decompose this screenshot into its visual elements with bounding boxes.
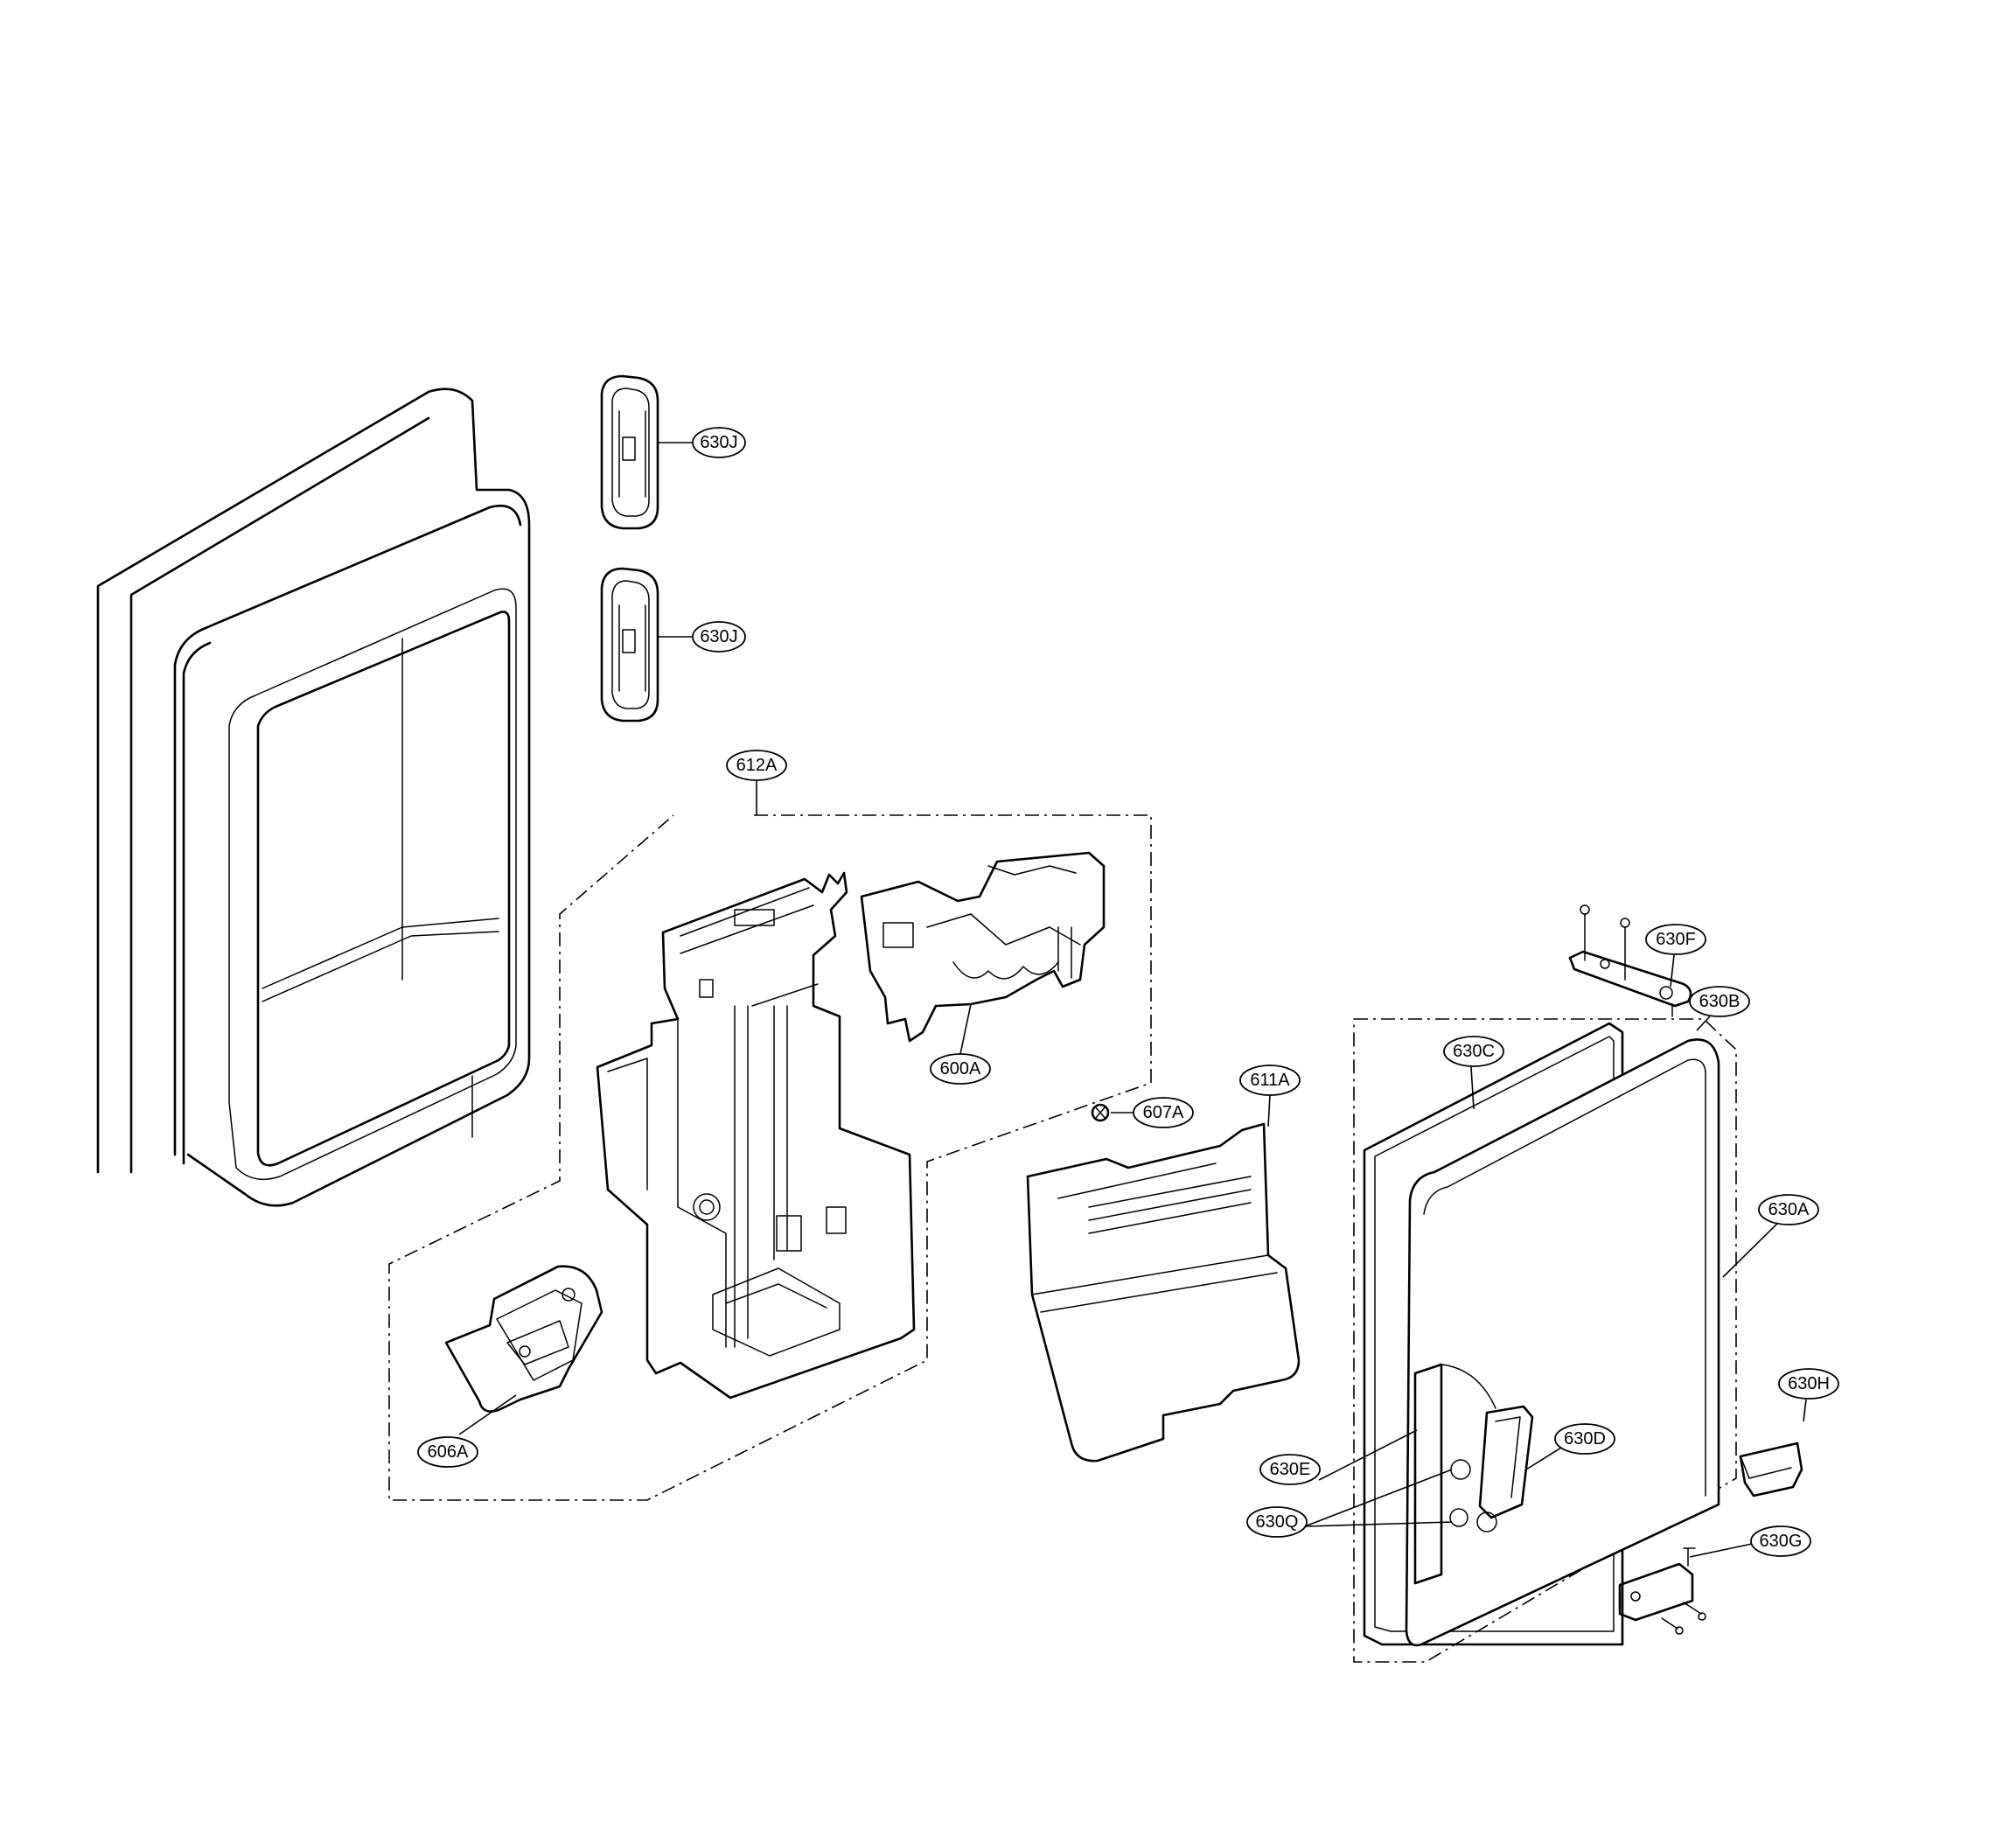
callout-607a: 607A [1133, 1097, 1194, 1128]
callout-label: 607A [1143, 1103, 1184, 1122]
callout-630d: 630D [1554, 1423, 1615, 1455]
gasket-frame-630c [1363, 1022, 1624, 1646]
leader-lines [458, 442, 1807, 1558]
callout-630a: 630A [1758, 1194, 1819, 1225]
callout-611a: 611A [1239, 1065, 1301, 1096]
callout-630g: 630G [1750, 1525, 1811, 1557]
gasket-630j-upper [600, 374, 659, 530]
callout-630q: 630Q [1246, 1506, 1308, 1538]
callout-label: 630J [700, 433, 737, 452]
dispenser-housing [596, 871, 916, 1400]
callout-label: 630A [1768, 1200, 1810, 1219]
callout-label: 612A [736, 756, 778, 775]
callout-label: 600A [940, 1059, 981, 1079]
callout-label: 630D [1564, 1429, 1606, 1449]
handle-630d [1478, 1405, 1534, 1519]
callout-606a: 606A [417, 1436, 478, 1468]
assembly-boundary-630a [1353, 1018, 1737, 1663]
ice-maker-600a [860, 851, 1106, 1043]
callout-630e: 630E [1259, 1454, 1321, 1485]
latch-630e [1413, 1363, 1497, 1585]
callout-630f: 630F [1645, 924, 1706, 955]
callout-label: 630G [1760, 1532, 1803, 1551]
callout-label: 606A [428, 1442, 469, 1462]
callout-600a: 600A [930, 1053, 991, 1085]
callout-label: 630F [1656, 930, 1696, 949]
callout-label: 630B [1699, 992, 1740, 1011]
screw-607a [1091, 1103, 1110, 1122]
callout-label: 630E [1270, 1460, 1311, 1479]
callout-630j-upper: 630J [692, 427, 746, 458]
callout-630j-lower: 630J [692, 621, 746, 653]
callout-630b: 630B [1689, 986, 1750, 1017]
door-outer-panel [96, 387, 531, 1207]
callout-612a: 612A [726, 750, 787, 781]
gasket-630j-lower [600, 567, 659, 723]
callout-630h: 630H [1778, 1368, 1839, 1400]
stop-630h [1739, 1442, 1803, 1497]
door-panel-630b [1405, 1038, 1720, 1647]
callout-label: 630Q [1256, 1512, 1299, 1532]
callout-label: 630C [1453, 1042, 1495, 1061]
hinge-630g [1618, 1547, 1706, 1635]
callout-630c: 630C [1443, 1036, 1504, 1067]
callout-label: 630J [700, 627, 737, 646]
callout-label: 630H [1788, 1374, 1830, 1393]
assembly-boundary-612a [388, 814, 1152, 1501]
bracket-606a [444, 1265, 603, 1413]
callout-label: 611A [1250, 1071, 1290, 1090]
hinge-630f [1568, 904, 1692, 1017]
cover-611a [1026, 1122, 1301, 1463]
